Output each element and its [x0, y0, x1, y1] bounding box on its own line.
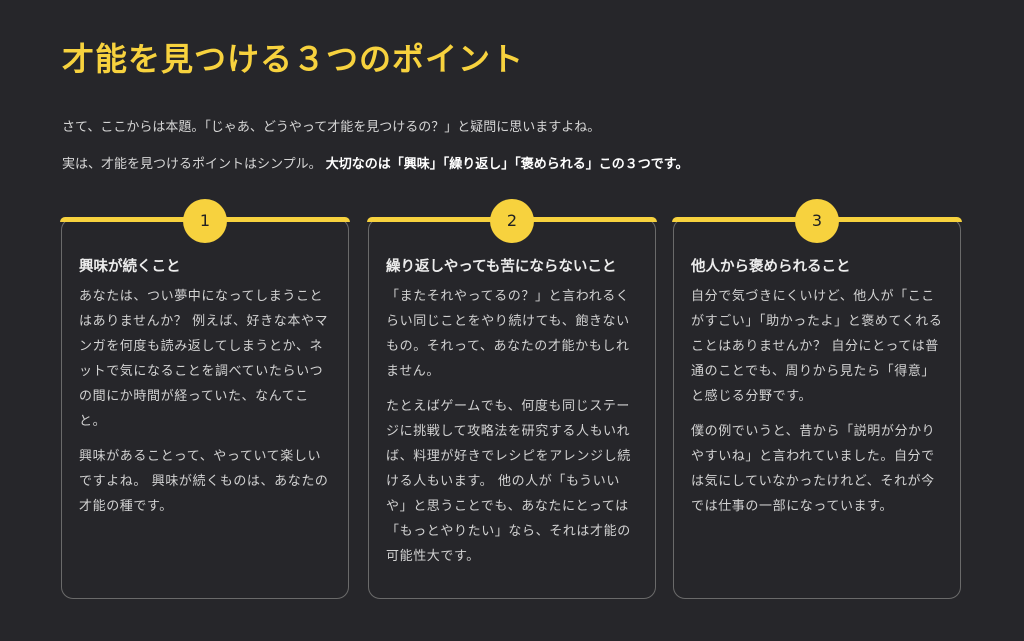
point-card-title: 他人から褒められること: [691, 259, 851, 275]
point-card-paragraph: 「またそれやってるの？」と言われるくらい同じことをやり続けても、飽きないもの。そ…: [386, 289, 630, 379]
point-number-badge: 1: [183, 199, 227, 243]
intro-summary-text: 実は、才能を見つけるポイントはシンプル。: [62, 157, 322, 172]
intro-summary: 実は、才能を見つけるポイントはシンプル。 大切なのは「興味」「繰り返し」「褒めら…: [62, 155, 688, 175]
point-card-title: 興味が続くこと: [79, 259, 181, 275]
point-number-badge: 2: [490, 199, 534, 243]
intro-summary-emphasis: 大切なのは「興味」「繰り返し」「褒められる」この３つです。: [325, 157, 689, 172]
point-card-paragraph: 自分で気づきにくいけど、他人が「ここがすごい」「助かったよ」と褒めてくれることは…: [691, 289, 943, 404]
point-card-paragraph: 興味があることって、やっていて楽しいですよね。 興味が続くものは、あなたの才能の…: [79, 449, 329, 514]
point-card-2: 2 繰り返しやっても苦にならないこと 「またそれやってるの？」と言われるくらい同…: [367, 199, 657, 599]
point-card-1: 1 興味が続くこと あなたは、つい夢中になってしまうことはありませんか？ 例えば…: [60, 199, 350, 599]
page-title: 才能を見つける３つのポイント: [62, 40, 525, 78]
point-card-3: 3 他人から褒められること 自分で気づきにくいけど、他人が「ここがすごい」「助か…: [672, 199, 962, 599]
point-number-badge: 3: [795, 199, 839, 243]
point-card-paragraph: たとえばゲームでも、何度も同じステージに挑戦して攻略法を研究する人もいれば、料理…: [386, 399, 631, 564]
point-card-paragraph: あなたは、つい夢中になってしまうことはありませんか？ 例えば、好きな本やマンガを…: [79, 289, 329, 429]
point-card-paragraph: 僕の例でいうと、昔から「説明が分かりやすいね」と言われていました。自分では気にし…: [691, 424, 936, 514]
point-card-title: 繰り返しやっても苦にならないこと: [386, 259, 617, 275]
intro-paragraph: さて、ここからは本題。「じゃあ、どうやって才能を見つけるの？」と疑問に思いますよ…: [62, 120, 601, 135]
